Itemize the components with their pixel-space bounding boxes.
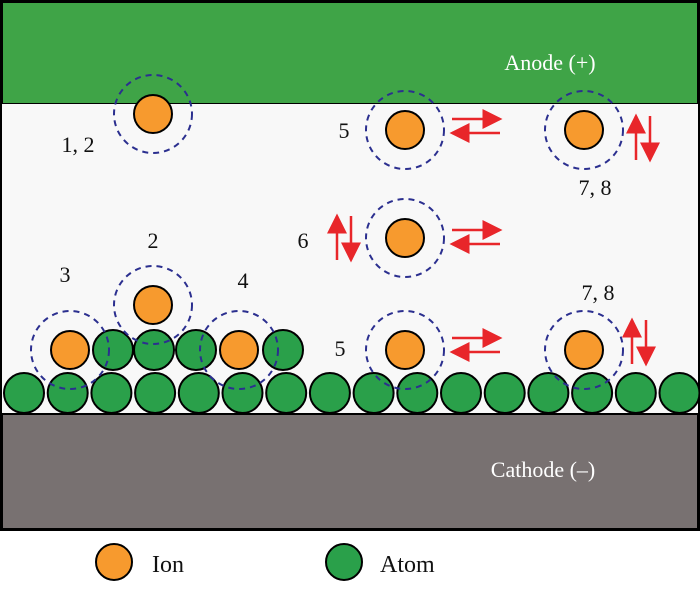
atom bbox=[221, 372, 264, 414]
step-label-7-8-top: 7, 8 bbox=[579, 175, 612, 200]
step-label-5-top: 5 bbox=[339, 118, 350, 143]
ion bbox=[564, 330, 604, 370]
solvation-shell bbox=[199, 310, 279, 390]
cathode-label: Cathode (–) bbox=[491, 457, 595, 482]
solvation-shell bbox=[544, 310, 624, 390]
atom bbox=[571, 372, 614, 414]
ion-step-4 bbox=[199, 310, 279, 390]
arrows-layer bbox=[327, 109, 660, 367]
ion-step-2 bbox=[113, 265, 193, 345]
ion-step-6 bbox=[365, 198, 445, 278]
atom bbox=[46, 372, 89, 414]
atom bbox=[658, 372, 700, 414]
solvation-shell bbox=[365, 90, 445, 170]
ion bbox=[133, 285, 173, 325]
step-label-7-8-bottom: 7, 8 bbox=[582, 280, 615, 305]
atom bbox=[483, 372, 526, 414]
solvation-shell bbox=[113, 265, 193, 345]
legend-atom-swatch bbox=[325, 543, 363, 581]
ion-step-7-8-top bbox=[544, 90, 624, 170]
step-label-2-top: 2 bbox=[148, 228, 159, 253]
step-label-3: 3 bbox=[60, 262, 71, 287]
atom bbox=[396, 372, 439, 414]
cathode-plate bbox=[1, 413, 699, 530]
atom bbox=[265, 372, 308, 414]
legend-ion-swatch bbox=[95, 543, 133, 581]
ion-step-7-8-bottom bbox=[544, 310, 624, 390]
step-label-6: 6 bbox=[298, 228, 309, 253]
solvation-shell bbox=[544, 90, 624, 170]
ions-layer bbox=[30, 74, 624, 390]
atom bbox=[440, 372, 482, 414]
ion bbox=[133, 94, 173, 134]
solvation-shell bbox=[365, 198, 445, 278]
ion bbox=[50, 330, 90, 370]
ion bbox=[219, 330, 259, 370]
atom bbox=[92, 329, 134, 371]
ion bbox=[564, 110, 604, 150]
atom bbox=[352, 372, 395, 414]
ion bbox=[385, 218, 425, 258]
legend-ion-label: Ion bbox=[152, 552, 184, 578]
legend: Ion Atom bbox=[95, 543, 435, 581]
atom bbox=[133, 329, 175, 371]
solvation-shell bbox=[30, 310, 110, 390]
anode-label: Anode (+) bbox=[504, 50, 595, 75]
ion bbox=[385, 110, 425, 150]
atom bbox=[527, 372, 570, 414]
atom bbox=[262, 329, 304, 371]
atom bbox=[3, 372, 45, 414]
atom bbox=[308, 372, 351, 414]
ion bbox=[385, 330, 425, 370]
step-label-5-bottom: 5 bbox=[335, 336, 346, 361]
ion-step-1-2 bbox=[113, 74, 193, 154]
ion-step-5-top bbox=[365, 90, 445, 170]
step-label-4: 4 bbox=[238, 268, 249, 293]
solvation-shell bbox=[365, 310, 445, 390]
atoms-layer bbox=[3, 329, 700, 414]
atom bbox=[177, 372, 220, 414]
atom bbox=[134, 372, 177, 414]
step-label-1-2: 1, 2 bbox=[62, 132, 95, 157]
ion-step-5-bottom bbox=[365, 310, 445, 390]
atom bbox=[90, 372, 133, 414]
atom bbox=[175, 329, 217, 371]
legend-atom-label: Atom bbox=[380, 552, 435, 578]
atom bbox=[614, 372, 657, 414]
solvation-shell bbox=[113, 74, 193, 154]
ion-step-3 bbox=[30, 310, 110, 390]
